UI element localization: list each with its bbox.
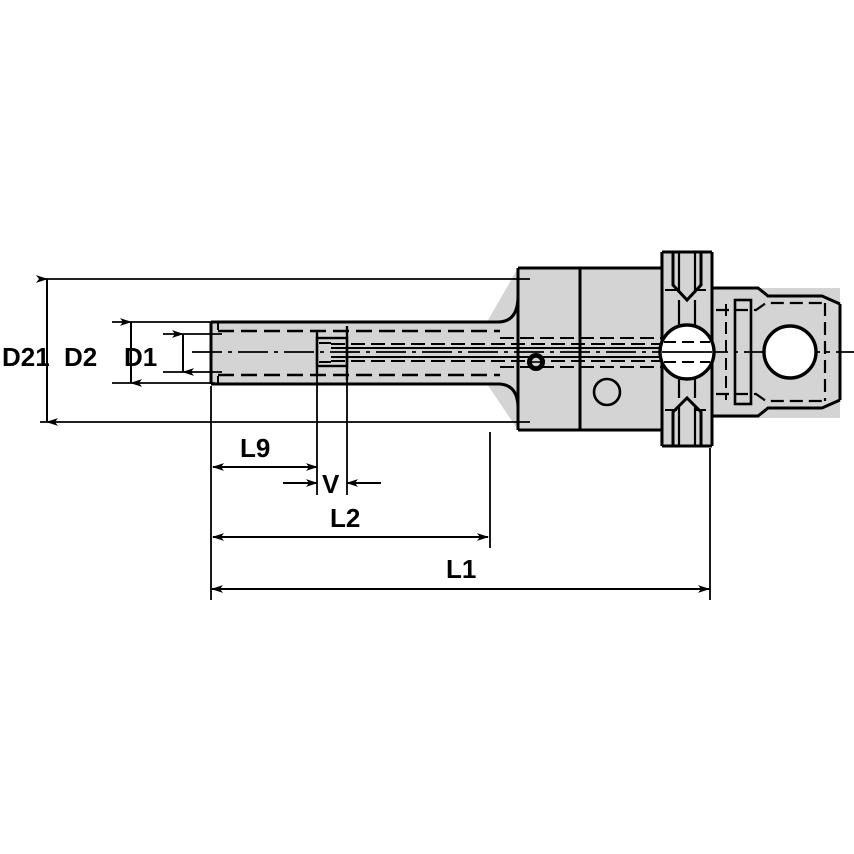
- main-body-outline: [516, 266, 662, 432]
- v-notch-lower: [671, 395, 703, 446]
- dimension-L9: L9: [212, 433, 318, 471]
- dimension-V: V: [283, 469, 381, 499]
- taper-bottom-profile: [712, 398, 841, 418]
- taper-top-profile: [712, 286, 841, 306]
- shank-fill-rect: [210, 322, 490, 384]
- taper-keyway-rect: [733, 298, 753, 406]
- taper-bore-circle: [762, 324, 818, 380]
- coolant-port-screw: [527, 353, 545, 371]
- balance-screw-hole: [592, 377, 622, 407]
- D1-label: D1: [124, 342, 157, 372]
- flange-hidden-detail: [665, 289, 709, 411]
- L1-label: L1: [446, 554, 476, 584]
- dimension-L2: L2: [212, 503, 489, 541]
- lower-extension-lines: [210, 368, 711, 600]
- D21-label: D21: [2, 342, 50, 372]
- drive-slot: [658, 323, 716, 381]
- V-label: V: [322, 469, 340, 499]
- taper-center-bore: [762, 324, 818, 380]
- taper-keyway-pocket: [725, 298, 753, 406]
- dimension-L1: L1: [211, 554, 710, 593]
- shank-hidden-lines: [218, 329, 500, 377]
- dimension-D2: D2: [64, 318, 215, 387]
- hsk-taper: [712, 286, 842, 418]
- v-notch-upper: [671, 252, 703, 303]
- dimension-D21: D21: [2, 275, 530, 426]
- L2-label: L2: [330, 503, 360, 533]
- coolant-channel: [331, 337, 700, 368]
- dimension-D1: D1: [124, 330, 222, 376]
- L9-label: L9: [240, 433, 270, 463]
- D2-label: D2: [64, 342, 97, 372]
